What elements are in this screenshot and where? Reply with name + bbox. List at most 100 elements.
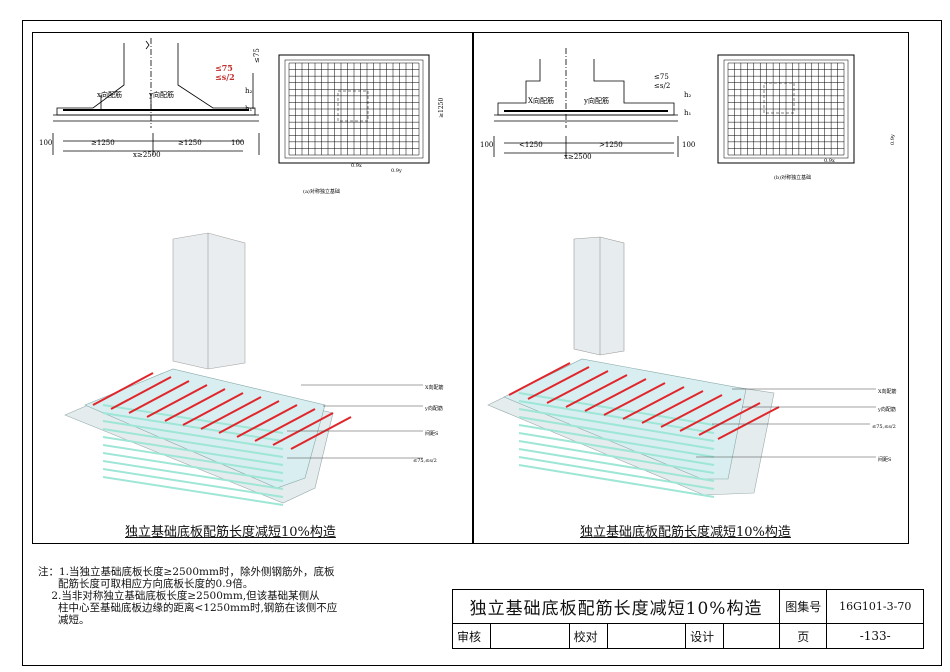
iso-rebar-y (518, 432, 715, 466)
iso-s-label: 间距S (425, 430, 439, 437)
iso-rebar-x (128, 380, 190, 414)
dim-100-right: 100 (231, 139, 244, 147)
r-dim-100-left: 100 (480, 141, 493, 149)
iso-rebar-x (92, 372, 154, 406)
iso-rebar-x (527, 366, 590, 400)
plan-1250: ≥1250 (438, 98, 445, 118)
left-plan-grid (278, 54, 430, 164)
iso-rebar-x (164, 388, 226, 422)
iso-rebar-x (200, 396, 262, 430)
left-section-view (52, 38, 260, 155)
r-iso-s-label: 间距S (878, 456, 892, 463)
iso-rebar-x (272, 412, 334, 446)
drawing-frame (22, 20, 942, 666)
atlas-no: 16G101-3-70 (826, 589, 924, 624)
review-label: 审核 (452, 623, 491, 649)
dim-1250-b: ≥1250 (178, 139, 202, 147)
iso-rebar-x (290, 416, 352, 450)
iso-rebar-y (102, 476, 284, 506)
title-block-title: 独立基础底板配筋长度减短10%构造 (451, 589, 781, 624)
iso-x-label: X向配筋 (425, 384, 444, 391)
review-field (489, 623, 570, 649)
iso-rebar-x (622, 386, 685, 420)
iso-rebar-y (518, 464, 715, 498)
left-plan-rebars (288, 62, 420, 156)
left-iso-rebars (92, 372, 352, 506)
design-label: 设计 (685, 623, 725, 649)
iso-rebar-x (584, 378, 647, 412)
iso-rebar-x (565, 374, 628, 408)
atlas-label: 图集号 (779, 589, 828, 624)
iso-rebar-x (182, 392, 244, 426)
iso-rebar-x (218, 400, 280, 434)
label-h2: h₂ (245, 87, 253, 95)
dim-total: x≥2500 (133, 151, 161, 159)
iso-rebar-x (254, 408, 316, 442)
iso-rebar-y (518, 456, 715, 490)
title-block: 独立基础底板配筋长度减短10%构造 图集号 16G101-3-70 审核 校对 … (451, 589, 924, 649)
iso-rebar-y (102, 452, 284, 482)
iso-rebar-y (102, 460, 284, 490)
r-dim-total: x≥2500 (564, 153, 592, 161)
iso-rebar-y (518, 448, 715, 482)
left-drawing: ≤75 ≤s/2 x向配筋 y向配筋 h₂ h₁ 100 100 ≥1250 ≥… (39, 38, 445, 506)
label-h1: h₁ (245, 105, 253, 113)
plan-dim-75: ≤75 (253, 48, 261, 63)
dim-75: ≤75 (215, 63, 233, 73)
r-dim-1250-b: >1250 (599, 141, 623, 149)
plan-09x: 0.9x (351, 163, 362, 169)
design-field (723, 623, 781, 649)
left-panel: ≤75 ≤s/2 x向配筋 y向配筋 h₂ h₁ 100 100 ≥1250 ≥… (32, 32, 473, 544)
r-dim-75: ≤75 (654, 73, 669, 81)
iso-rebar-x (508, 362, 571, 396)
iso-rebar-y (518, 424, 715, 458)
r-label-x-rebar: X向配筋 (528, 96, 554, 105)
right-iso-rebars (508, 362, 780, 498)
iso-y-label: y向配筋 (424, 405, 443, 412)
right-caption: 独立基础底板配筋长度减短10%构造 (580, 525, 791, 540)
iso-rebar-y (102, 420, 284, 450)
right-section-view (493, 48, 679, 157)
check-field (606, 623, 687, 649)
dim-1250-a: ≥1250 (91, 139, 115, 147)
r-iso-x-label: X向配筋 (878, 388, 897, 395)
page-label: 页 (779, 623, 828, 649)
dim-100-left: 100 (39, 139, 52, 147)
iso-rebar-y (102, 412, 284, 442)
notes: 注：1.当独立基础底板长度≥2500mm时，除外侧钢筋外，底板 配筋长度可取相应… (38, 566, 338, 626)
iso-rebar-x (546, 370, 609, 404)
iso-rebar-x (698, 402, 761, 436)
iso-rebar-x (146, 384, 208, 418)
plan-caption-left: (a)对称独立基础 (303, 188, 340, 195)
right-panel: X向配筋 y向配筋 ≤75 ≤s/2 h₂ h₁ 100 100 <1250 >… (473, 32, 909, 544)
r-dim-1250-a: <1250 (519, 141, 543, 149)
right-plan-rebars (727, 62, 845, 156)
r-dim-s2: ≤s/2 (654, 82, 670, 90)
left-iso-view (64, 232, 423, 506)
r-iso-y-label: y向配筋 (877, 406, 896, 413)
label-x-rebar: x向配筋 (97, 90, 122, 99)
label-y-rebar: y向配筋 (148, 90, 174, 99)
dim-s2: ≤s/2 (215, 72, 235, 82)
right-drawing: X向配筋 y向配筋 ≤75 ≤s/2 h₂ h₁ 100 100 <1250 >… (480, 48, 897, 498)
left-caption: 独立基础底板配筋长度减短10%构造 (125, 525, 336, 540)
right-iso-view (487, 236, 876, 498)
r-dim-100-right: 100 (682, 141, 695, 149)
r-plan-09y: 0.9y (890, 134, 896, 145)
iso-rebar-y (518, 408, 715, 442)
r-label-h2: h₂ (684, 91, 692, 99)
iso-rebar-y (518, 400, 715, 434)
iso-rebar-x (236, 404, 298, 438)
iso-75-label: ≤75,≤s/2 (413, 458, 437, 464)
r-plan-caption: (b)对称独立基础 (774, 174, 811, 181)
iso-rebar-x (110, 376, 172, 410)
iso-rebar-y (102, 468, 284, 498)
iso-rebar-x (717, 406, 780, 440)
right-plan-grid (717, 54, 855, 164)
iso-rebar-x (660, 394, 723, 428)
iso-rebar-y (102, 428, 284, 458)
iso-rebar-x (679, 398, 742, 432)
page-no: -133- (826, 623, 924, 649)
iso-rebar-y (518, 440, 715, 474)
r-plan-09x: 0.9x (824, 158, 835, 164)
